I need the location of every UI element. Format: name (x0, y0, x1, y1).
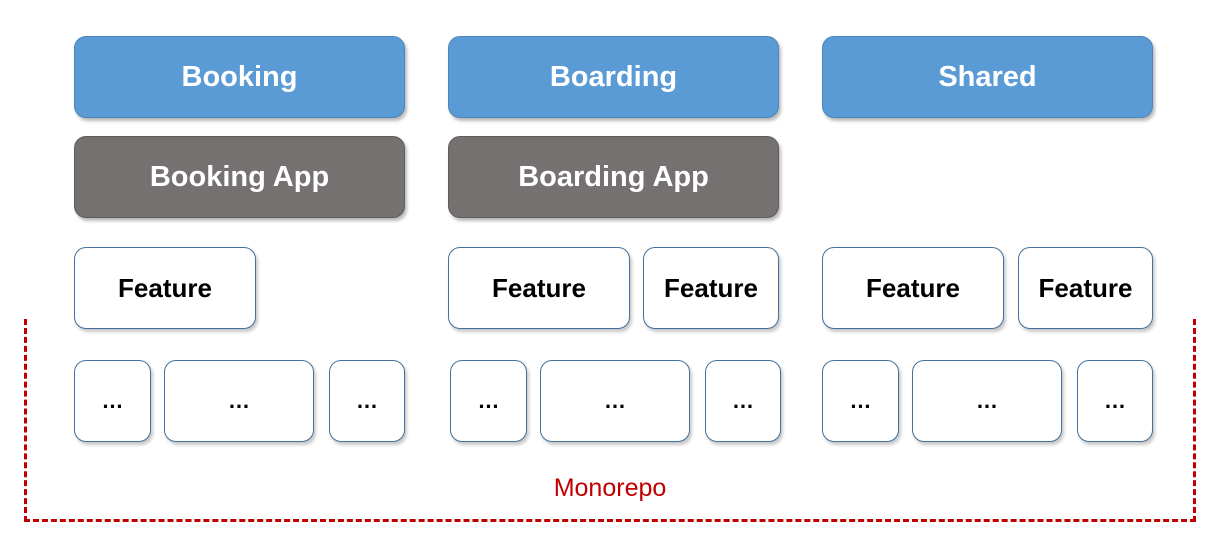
app-booking: Booking App (74, 136, 405, 218)
lib-booking-1: … (74, 360, 151, 442)
monorepo-label: Monorepo (553, 474, 667, 502)
lib-boarding-2: … (540, 360, 690, 442)
lib-shared-2: … (912, 360, 1062, 442)
lib-booking-3: … (329, 360, 405, 442)
feature-shared-2: Feature (1018, 247, 1153, 329)
feature-boarding-1: Feature (448, 247, 630, 329)
app-boarding: Boarding App (448, 136, 779, 218)
lib-shared-1: … (822, 360, 899, 442)
lib-boarding-3: … (705, 360, 781, 442)
feature-shared-1: Feature (822, 247, 1004, 329)
domain-booking: Booking (74, 36, 405, 118)
lib-booking-2: … (164, 360, 314, 442)
lib-boarding-1: … (450, 360, 527, 442)
feature-boarding-2: Feature (643, 247, 779, 329)
feature-booking-1: Feature (74, 247, 256, 329)
monorepo-boundary (24, 319, 1196, 522)
lib-shared-3: … (1077, 360, 1153, 442)
domain-shared: Shared (822, 36, 1153, 118)
domain-boarding: Boarding (448, 36, 779, 118)
